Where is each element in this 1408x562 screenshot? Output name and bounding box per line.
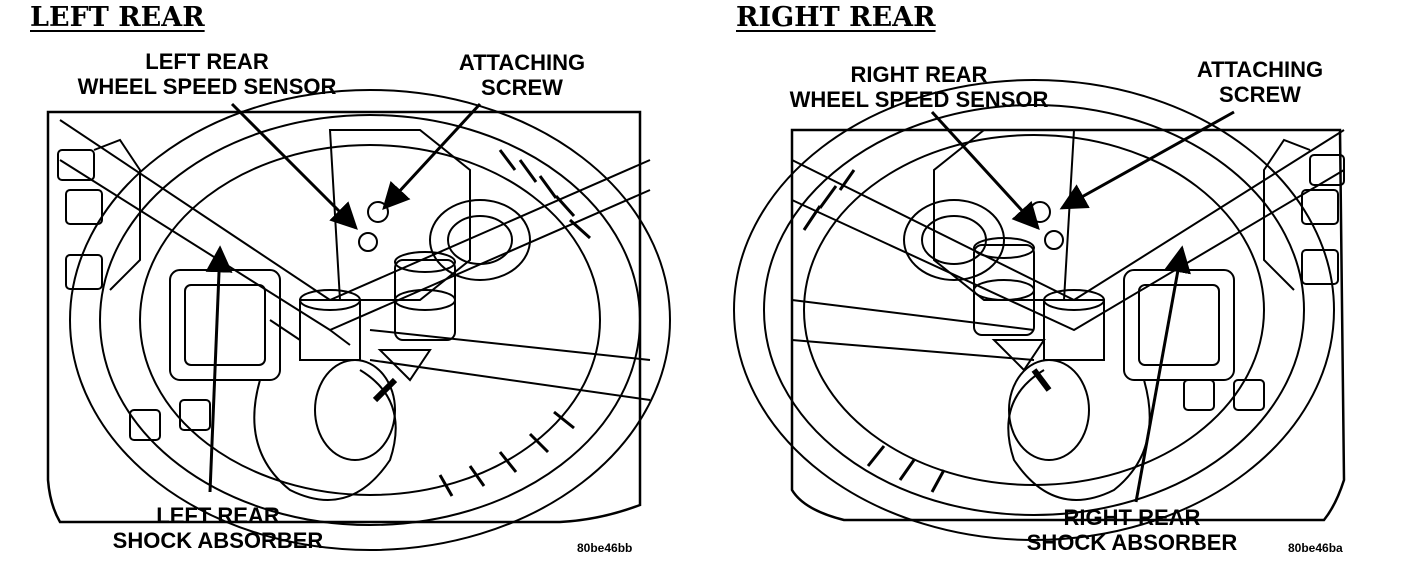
left-rear-sensor-label: LEFT REAR WHEEL SPEED SENSOR: [62, 49, 352, 99]
left-rear-panel: LEFT REAR LEFT REAR WHEEL SPEED SENSOR A…: [0, 0, 700, 562]
right-attaching-screw-label: ATTACHING SCREW: [1182, 57, 1338, 107]
sensor-label-line2: WHEEL SPEED SENSOR: [789, 87, 1049, 112]
left-attaching-screw-label: ATTACHING SCREW: [444, 50, 600, 100]
sensor-label-line1: LEFT REAR: [145, 49, 269, 74]
sensor-label-line2: WHEEL SPEED SENSOR: [77, 74, 337, 99]
shock-label-line2: SHOCK ABSORBER: [112, 528, 324, 553]
shock-label-line1: LEFT REAR: [156, 503, 280, 528]
right-rear-sensor-label: RIGHT REAR WHEEL SPEED SENSOR: [774, 62, 1064, 112]
right-rear-shock-label: RIGHT REAR SHOCK ABSORBER: [1010, 505, 1254, 555]
left-figure-code: 80be46bb: [577, 541, 633, 555]
screw-label-line2: SCREW: [481, 75, 563, 100]
left-rear-shock-label: LEFT REAR SHOCK ABSORBER: [98, 503, 338, 553]
screw-label-line2: SCREW: [1219, 82, 1301, 107]
shock-label-line1: RIGHT REAR: [1063, 505, 1201, 530]
screw-label-line1: ATTACHING: [458, 50, 586, 75]
right-figure-code: 80be46ba: [1288, 541, 1343, 555]
left-rear-heading: LEFT REAR: [30, 2, 205, 33]
right-rear-illustration: [704, 0, 1408, 562]
left-rear-illustration: [0, 0, 700, 562]
right-rear-panel: RIGHT REAR RIGHT REAR WHEEL SPEED SENSOR…: [704, 0, 1408, 562]
shock-label-line2: SHOCK ABSORBER: [1026, 530, 1238, 555]
screw-label-line1: ATTACHING: [1196, 57, 1324, 82]
right-rear-heading: RIGHT REAR: [736, 2, 936, 33]
sensor-label-line1: RIGHT REAR: [850, 62, 988, 87]
